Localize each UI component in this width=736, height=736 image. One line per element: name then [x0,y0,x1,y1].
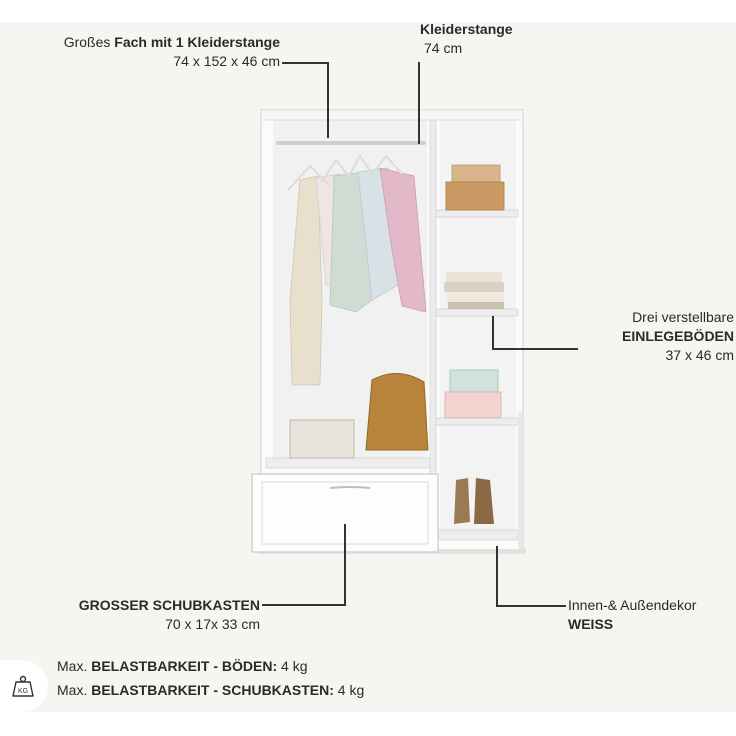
weight-icon: KG [12,675,34,697]
callout-line-fach-h [282,62,328,64]
weight-badge [0,660,48,712]
shelf-3 [435,417,519,426]
storage-basket [289,419,355,459]
callout-line-dekor-v [496,546,498,606]
callout-line-schubkasten-h [262,604,346,606]
callout-line-stange-v [418,62,420,144]
callout-line-boeden-v [492,316,494,349]
clothes-rail [276,141,426,145]
callout-line-fach-v [327,62,329,138]
callout-line-boeden-h [492,348,578,350]
shelf-1 [435,209,519,218]
svg-text:KG: KG [18,688,28,695]
callout-kleiderstange: Kleiderstange 74 cm [420,21,513,56]
callout-line-dekor-h [496,605,566,607]
callout-einlegeboeden: Drei verstellbare EINLEGEBÖDEN 37 x 46 c… [621,309,734,363]
load-row-schubkasten: Max. BELASTBARKEIT - SCHUBKASTEN: 4 kg [57,682,365,698]
load-row-boeden: Max. BELASTBARKEIT - BÖDEN: 4 kg [57,658,308,674]
callout-fach: Großes Fach mit 1 Kleiderstange 74 x 152… [63,34,280,69]
callout-schubkasten: GROSSER SCHUBKASTEN 70 x 17x 33 cm [78,597,260,632]
shelf-2 [435,308,519,317]
callout-dekor: Innen-& Außendekor WEISS [568,597,697,632]
callout-line-schubkasten-v [344,524,346,605]
